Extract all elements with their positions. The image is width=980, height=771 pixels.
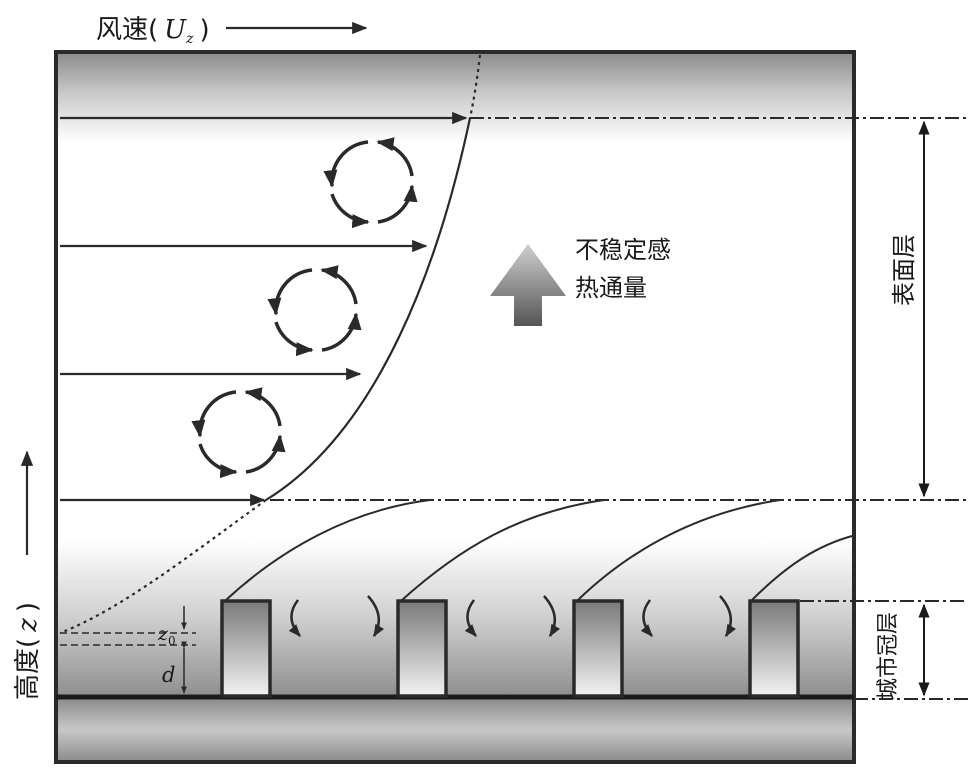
building (748, 599, 800, 698)
turbulence-arc-icon (464, 599, 477, 637)
profile-dotted-bottom (59, 499, 267, 635)
turbulence-arc-icon (367, 595, 385, 638)
heat-flux-label-line1: 不稳定感 (575, 236, 671, 264)
wind-vectors (60, 111, 468, 507)
up-arrow-icon (490, 244, 566, 326)
turbulence-arcs (288, 595, 737, 638)
ground-layer (56, 698, 854, 762)
top-shading (56, 52, 854, 142)
height-label: 高度(z) (13, 602, 43, 700)
building (220, 599, 272, 698)
turbulence-arc-icon (640, 599, 653, 637)
eddy-icon (267, 265, 362, 357)
turbulence-arc-icon (543, 595, 561, 638)
canopy-profiles (225, 117, 968, 700)
canopy-shading (56, 540, 854, 696)
building (572, 599, 624, 698)
turbulence-arc-icon (288, 599, 301, 637)
urban-canopy-layer-label: 城市冠层 (876, 612, 901, 700)
z0-symbol: z0 (157, 623, 176, 648)
diagram-frame (54, 50, 856, 764)
frame-border (54, 50, 856, 764)
wind-speed-label: 风速(Uz) (96, 15, 210, 47)
surface-layer-label: 表面层 (890, 234, 918, 306)
eddies (191, 137, 418, 479)
heat-flux-label-line2: 热通量 (575, 274, 647, 302)
buildings (220, 599, 800, 698)
profile-dotted-top (468, 54, 482, 119)
profile-curve (265, 117, 472, 501)
building (396, 599, 448, 698)
eddy-icon (323, 137, 418, 229)
turbulence-arc-icon (719, 595, 737, 638)
roughness-markers (60, 606, 196, 694)
d-symbol: d (162, 663, 175, 687)
eddy-icon (191, 387, 286, 479)
wind-profile (59, 54, 482, 635)
